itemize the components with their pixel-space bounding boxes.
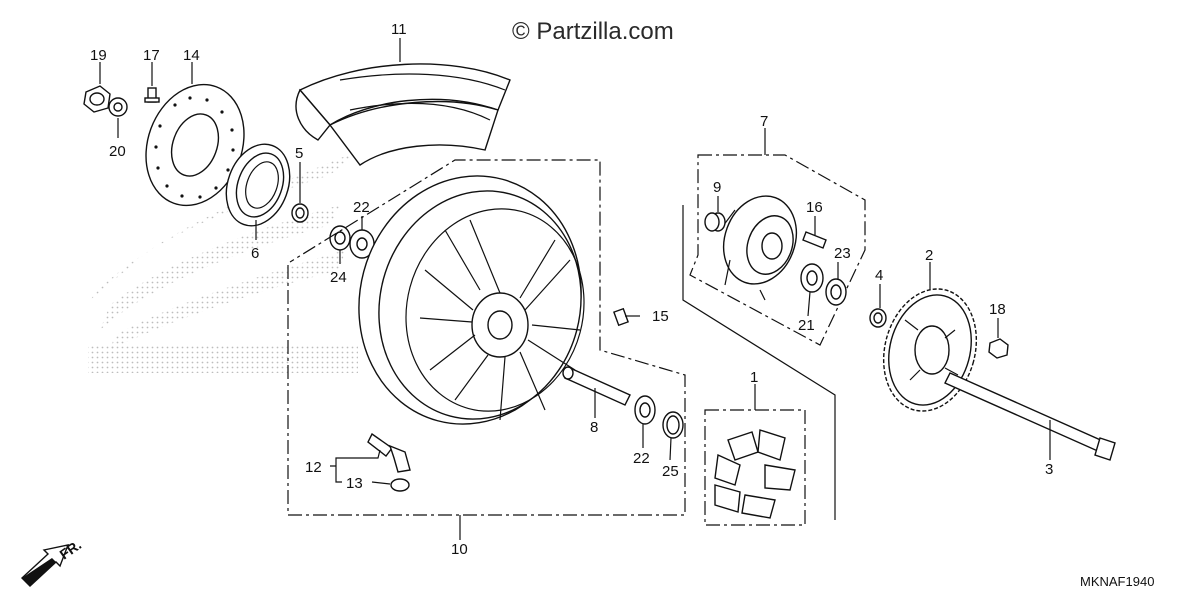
callout-21: 21 <box>798 317 815 334</box>
bolt <box>144 87 160 103</box>
callout-9: 9 <box>713 179 721 196</box>
watermark: © Partzilla.com <box>512 18 674 45</box>
callout-19: 19 <box>90 47 107 64</box>
rear-wheel <box>358 175 585 425</box>
stud-bolt <box>802 231 827 249</box>
callout-4: 4 <box>875 267 883 284</box>
bearing-21 <box>800 263 824 293</box>
bearing-left <box>329 225 375 259</box>
callout-15: 15 <box>652 308 669 325</box>
wheel-damper <box>714 429 796 519</box>
tire <box>295 63 511 166</box>
callout-18: 18 <box>989 301 1006 318</box>
nut <box>83 85 111 113</box>
driven-flange <box>719 195 798 301</box>
washer <box>108 97 128 117</box>
callout-22b: 22 <box>633 450 650 467</box>
callout-20: 20 <box>109 143 126 160</box>
callout-6: 6 <box>251 245 259 262</box>
brake-disc <box>145 83 245 207</box>
collar-9 <box>704 212 726 232</box>
callout-17: 17 <box>143 47 160 64</box>
pin <box>613 307 629 327</box>
callout-14: 14 <box>183 47 200 64</box>
callout-24: 24 <box>330 269 347 286</box>
callout-2: 2 <box>925 247 933 264</box>
rear-axle <box>944 372 1116 461</box>
o-ring <box>390 478 410 492</box>
collar-4 <box>869 308 887 328</box>
callout-labels: 19 17 14 20 11 5 6 22 24 7 9 16 23 21 2 … <box>90 21 1053 558</box>
callout-23: 23 <box>834 245 851 262</box>
diagram-code: MKNAF1940 <box>1080 574 1155 589</box>
callout-25: 25 <box>662 463 679 480</box>
callout-11: 11 <box>391 21 407 38</box>
callout-13: 13 <box>346 475 363 492</box>
honda-wing-logo-icon <box>88 150 360 373</box>
leader-lines <box>99 38 1051 540</box>
callout-7: 7 <box>760 113 768 130</box>
dust-seal <box>225 143 291 227</box>
nut-18 <box>988 338 1009 359</box>
front-direction-arrow-icon <box>20 544 70 587</box>
seal <box>662 411 684 439</box>
axle-collar <box>562 366 631 406</box>
callout-10: 10 <box>451 541 468 558</box>
callout-8: 8 <box>590 419 598 436</box>
callout-22a: 22 <box>353 199 370 216</box>
driven-sprocket <box>882 288 978 412</box>
callout-12: 12 <box>305 459 322 476</box>
collar <box>291 203 309 223</box>
callout-3: 3 <box>1045 461 1053 478</box>
air-valve <box>367 432 411 473</box>
seal-23 <box>825 278 847 306</box>
bearing-right <box>634 395 656 425</box>
callout-16: 16 <box>806 199 823 216</box>
callout-5: 5 <box>295 145 303 162</box>
callout-1: 1 <box>750 369 758 386</box>
